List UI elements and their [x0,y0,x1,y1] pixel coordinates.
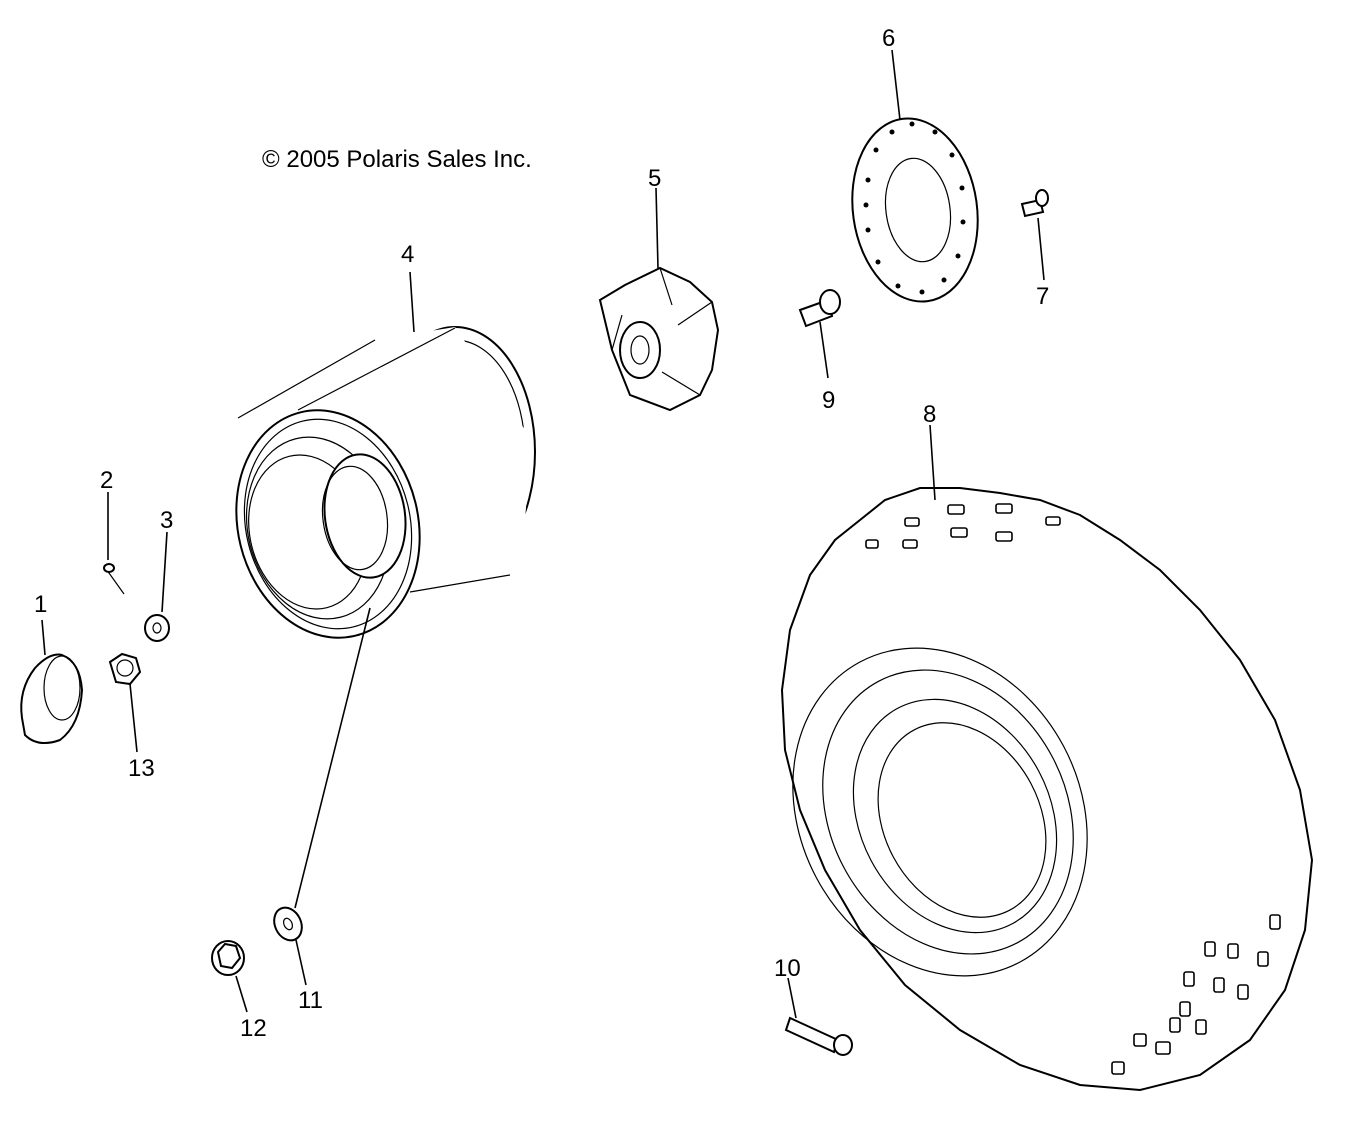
callout-9: 9 [822,387,835,414]
part-13-castle-nut: 13 [108,652,155,782]
callout-1: 1 [34,591,47,618]
callout-6: 6 [882,25,895,52]
part-2-cotter-pin: 2 [100,467,125,595]
part-7-bolt: 7 [1020,189,1049,310]
part-8-tire: 8 [780,401,1314,1092]
callout-2: 2 [100,467,113,494]
callout-7: 7 [1036,283,1049,310]
part-10-wheel-stud: 10 [774,955,853,1056]
tire-tread-blocks [865,503,1281,1075]
part-4-wheel-rim: 4 [235,241,536,639]
callout-10: 10 [774,955,801,982]
brake-disc-holes [863,121,966,295]
callout-5: 5 [648,165,661,192]
part-11-washer: 11 [273,607,371,1014]
part-5-wheel-hub: 5 [598,165,720,412]
callout-3: 3 [160,507,173,534]
part-1-hub-cap: 1 [20,591,84,745]
part-6-brake-disc: 6 [851,25,979,303]
callout-11: 11 [298,987,323,1014]
part-12-flange-nut: 12 [211,940,267,1042]
callout-8: 8 [923,401,936,428]
part-3-washer: 3 [144,507,173,642]
callout-12: 12 [240,1015,267,1042]
callout-13: 13 [128,755,155,782]
callout-4: 4 [401,241,414,268]
copyright-notice: © 2005 Polaris Sales Inc. [262,146,532,173]
part-9-bolt: 9 [798,289,841,414]
